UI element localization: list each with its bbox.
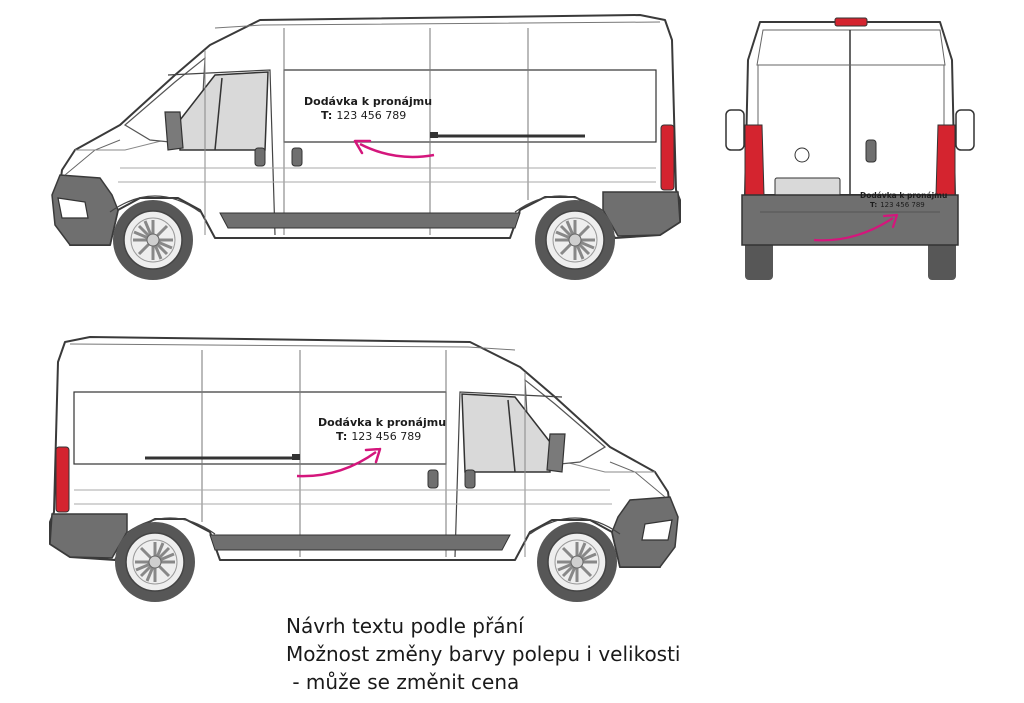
sticker-phone: T: 123 456 789 <box>321 109 406 122</box>
rear-view: Dodávka k pronájmu T:123 456 789 <box>725 17 975 280</box>
sticker-phone-label: T: <box>870 201 877 209</box>
caption-line-1: Návrh textu podle přání <box>286 614 524 638</box>
sticker-title: Dodávka k pronájmu <box>318 416 446 429</box>
sticker-phone: T:123 456 789 <box>870 201 925 209</box>
pointer-arrowhead <box>353 139 372 155</box>
left-side-sticker: Dodávka k pronájmu T: 123 456 789 <box>304 95 435 159</box>
pointer-arrowhead <box>882 213 899 229</box>
sticker-title: Dodávka k pronájmu <box>860 191 947 200</box>
sticker-phone-number: 123 456 789 <box>880 201 925 209</box>
sticker-phone-label: T: <box>336 430 347 443</box>
pointer-arrow <box>296 450 377 478</box>
caption-text: Návrh textu podle přání Možnost změny ba… <box>286 612 746 696</box>
left-side-view: Dodávka k pronájmu T: 123 456 789 <box>52 15 680 280</box>
sticker-phone-number: 123 456 789 <box>336 109 406 122</box>
sticker-phone-label: T: <box>321 109 332 122</box>
sticker-phone: T: 123 456 789 <box>336 430 421 443</box>
caption-line-2: Možnost změny barvy polepu i velikosti <box>286 642 681 666</box>
right-side-sticker: Dodávka k pronájmu T: 123 456 789 <box>296 416 446 478</box>
rear-sticker: Dodávka k pronájmu T:123 456 789 <box>813 191 947 242</box>
pointer-arrow <box>359 142 435 159</box>
sticker-title: Dodávka k pronájmu <box>304 95 432 108</box>
pointer-arrow <box>813 217 894 242</box>
sticker-phone-number: 123 456 789 <box>351 430 421 443</box>
pointer-arrowhead <box>364 447 382 464</box>
caption-line-3: - může se změnit cena <box>286 670 520 694</box>
right-side-view: Dodávka k pronájmu T: 123 456 789 <box>50 337 678 602</box>
